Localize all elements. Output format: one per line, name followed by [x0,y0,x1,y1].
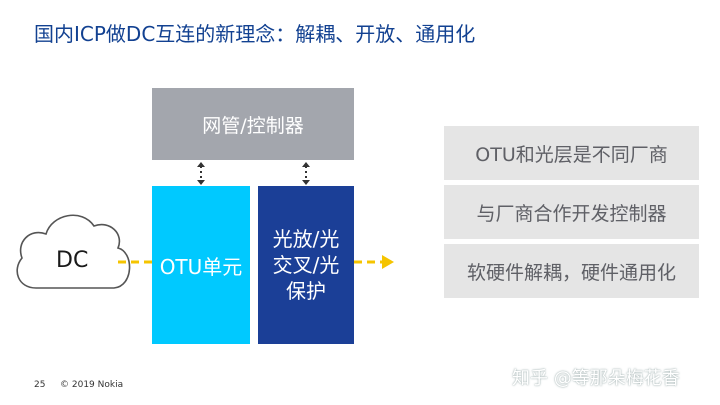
dc-label: DC [56,248,89,273]
cloud-icon [16,214,131,289]
optical-layer-label: 光放/光 交叉/光 保护 [273,226,340,304]
otu-unit-label: OTU单元 [159,254,243,279]
page-title: 国内ICP做DC互连的新理念：解耦、开放、通用化 [34,22,476,46]
output-arrow-head [382,255,394,269]
feature-box-controller-codev: 与厂商合作开发控制器 [444,185,699,239]
feature-box-decoupling: 软硬件解耦，硬件通用化 [444,244,699,298]
feature-box-vendor-separation: OTU和光层是不同厂商 [444,126,699,180]
copyright: © 2019 Nokia [60,380,124,390]
feature-text: OTU和光层是不同厂商 [475,143,668,166]
feature-text: 与厂商合作开发控制器 [476,202,667,225]
page-number: 25 [34,380,46,390]
optical-line-3: 保护 [286,279,326,303]
optical-line-2: 交叉/光 [272,253,340,277]
optical-line-1: 光放/光 [272,227,340,251]
optical-layer-box: 光放/光 交叉/光 保护 [258,186,354,344]
management-controller-box: 网管/控制器 [152,88,354,160]
watermark: 知乎 @等那朵梅花香 [512,368,680,389]
otu-unit-box: OTU单元 [152,186,250,344]
feature-text: 软硬件解耦，硬件通用化 [466,261,676,284]
management-controller-label: 网管/控制器 [202,114,304,137]
